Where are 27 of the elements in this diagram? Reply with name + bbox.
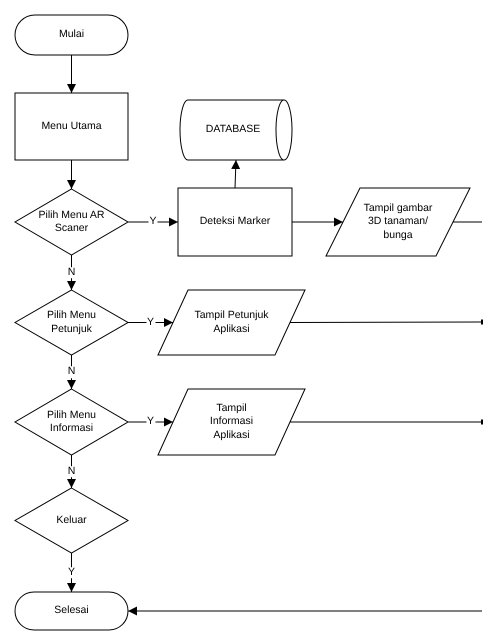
node-label: Pilih Menu AR Scaner (38, 208, 106, 236)
connector-arrow (231, 160, 240, 188)
node-label: Pilih Menu Informasi (46, 408, 98, 436)
node-label: Tampil Informasi Aplikasi (208, 402, 254, 442)
node-label: Deteksi Marker (200, 215, 270, 229)
connector-arrow (128, 218, 178, 226)
node-label: Mulai (58, 28, 84, 42)
node-label: Tampil Petunjuk Aplikasi (194, 309, 269, 336)
edge-label: N (66, 466, 76, 478)
connector-arrow (128, 418, 174, 426)
connector-arrow (67, 354, 76, 390)
node-label: Tampil gambar 3D tanaman/ bunga (362, 202, 434, 242)
connector-arrow (67, 254, 76, 290)
edge-label: Y (67, 566, 76, 578)
connector-arrow (128, 318, 174, 327)
connector-arrow (67, 160, 76, 190)
node-label: Pilih Menu Petunjuk (46, 309, 98, 336)
connector-arrow (292, 218, 344, 226)
node-label: Selesai (54, 604, 89, 618)
node-label: Menu Utama (41, 120, 102, 134)
connector-arrow (128, 606, 482, 616)
connector-arrow (67, 454, 76, 488)
connector-arrow (67, 54, 76, 94)
edge-label: N (66, 366, 76, 378)
node-label: Keluar (56, 514, 87, 528)
node-label: DATABASE (206, 123, 260, 137)
edge-label: N (66, 266, 76, 278)
